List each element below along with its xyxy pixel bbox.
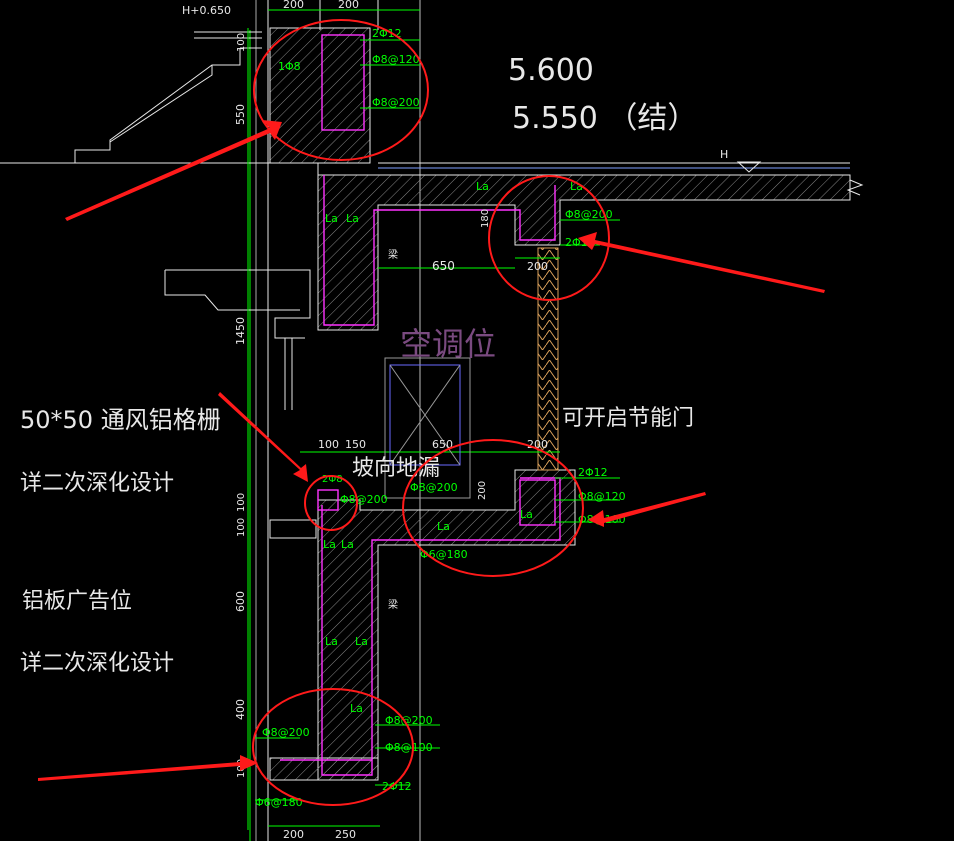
- insulation-strip: [537, 247, 559, 471]
- finish-level: 5.600: [508, 53, 594, 88]
- svg-text:Φ8@200: Φ8@200: [262, 726, 310, 739]
- panel-spec: 铝板广告位: [22, 589, 132, 614]
- svg-text:La: La: [355, 635, 368, 648]
- svg-text:2Φ12: 2Φ12: [382, 780, 412, 793]
- top-level-label: H+0.650: [182, 4, 231, 17]
- concrete-bottom-ledge: [269, 757, 379, 781]
- concrete-slab-top: [317, 163, 851, 331]
- floor-mark: H: [720, 148, 728, 161]
- svg-text:100: 100: [236, 33, 247, 52]
- svg-text:200: 200: [477, 481, 488, 500]
- svg-text:400: 400: [234, 699, 247, 720]
- arrow-1: [65, 120, 282, 221]
- svg-text:Φ8@200: Φ8@200: [385, 714, 433, 727]
- svg-text:Φ8@200: Φ8@200: [340, 493, 388, 506]
- svg-text:250: 250: [335, 828, 356, 841]
- svg-text:La: La: [325, 635, 338, 648]
- arrow-2: [578, 232, 825, 293]
- svg-text:100: 100: [318, 438, 339, 451]
- arrow-4: [588, 492, 706, 527]
- svg-text:600: 600: [234, 591, 247, 612]
- sunshade-detail: [74, 31, 262, 163]
- panel-detail: 详二次深化设计: [20, 651, 174, 676]
- facade-lines: [0, 0, 421, 841]
- floor-mark-triangle: [736, 161, 762, 173]
- svg-text:150: 150: [345, 438, 366, 451]
- svg-text:1Φ8: 1Φ8: [278, 60, 301, 73]
- circle-mid-small: [304, 475, 358, 531]
- svg-text:200: 200: [527, 438, 548, 451]
- svg-text:100: 100: [236, 493, 247, 512]
- arrow-5: [38, 755, 258, 781]
- concrete-slab-mid: [317, 469, 576, 781]
- svg-text:Φ8@200: Φ8@200: [410, 481, 458, 494]
- svg-text:Φ6@180: Φ6@180: [255, 796, 303, 809]
- door-note: 可开启节能门: [562, 406, 694, 431]
- circle-top-left: [253, 19, 429, 161]
- svg-text:200: 200: [283, 0, 304, 11]
- svg-text:La: La: [437, 520, 450, 533]
- drain-note: 坡向地漏: [352, 456, 440, 481]
- svg-text:650: 650: [432, 259, 455, 273]
- svg-text:2Φ12: 2Φ12: [372, 27, 402, 40]
- svg-text:2Φ8: 2Φ8: [322, 474, 343, 485]
- svg-text:La: La: [476, 180, 489, 193]
- svg-text:La: La: [570, 180, 583, 193]
- svg-text:Φ8@120: Φ8@120: [578, 490, 626, 503]
- svg-text:1450: 1450: [234, 317, 247, 345]
- svg-text:180: 180: [480, 209, 491, 228]
- svg-text:Φ8@200: Φ8@200: [565, 208, 613, 221]
- circle-bottom: [252, 688, 414, 806]
- structure-level: 5.550 （结）: [512, 101, 697, 136]
- canopy-detail: [164, 269, 317, 539]
- grille-detail: 详二次深化设计: [20, 471, 174, 496]
- ac-position: 空调位: [400, 325, 496, 363]
- svg-text:La: La: [325, 212, 338, 225]
- section-cut-bottom: 梁: [388, 598, 398, 611]
- arrow-3: [218, 392, 308, 482]
- svg-text:200: 200: [338, 0, 359, 11]
- dimension-lines: [247, 9, 620, 830]
- svg-text:200: 200: [527, 260, 548, 273]
- circle-top-right: [488, 175, 610, 301]
- annotation-arrows: [38, 120, 825, 781]
- svg-text:2Φ12: 2Φ12: [578, 466, 608, 479]
- svg-text:La: La: [520, 508, 533, 521]
- section-cut-top: 梁: [388, 248, 398, 261]
- la-labels: La La La La La La La La La La La: [323, 180, 583, 715]
- svg-text:La: La: [323, 538, 336, 551]
- svg-text:550: 550: [234, 104, 247, 125]
- svg-text:200: 200: [283, 828, 304, 841]
- svg-text:Φ8@200: Φ8@200: [372, 96, 420, 109]
- annotation-circles: [252, 19, 610, 806]
- circle-mid-right: [402, 439, 584, 577]
- floor-slab-line: [378, 162, 864, 196]
- svg-text:La: La: [341, 538, 354, 551]
- svg-text:Φ8@100: Φ8@100: [385, 741, 433, 754]
- concrete-top-upstand: [269, 27, 371, 164]
- svg-text:La: La: [346, 212, 359, 225]
- svg-text:100: 100: [236, 518, 247, 537]
- svg-text:650: 650: [432, 438, 453, 451]
- dimension-texts: 200 200 200 250 100 550 1450 100 100 600…: [234, 0, 548, 841]
- svg-text:Φ8@120: Φ8@120: [372, 53, 420, 66]
- grille-spec: 50*50 通风铝格栅: [20, 406, 221, 434]
- svg-text:La: La: [350, 702, 363, 715]
